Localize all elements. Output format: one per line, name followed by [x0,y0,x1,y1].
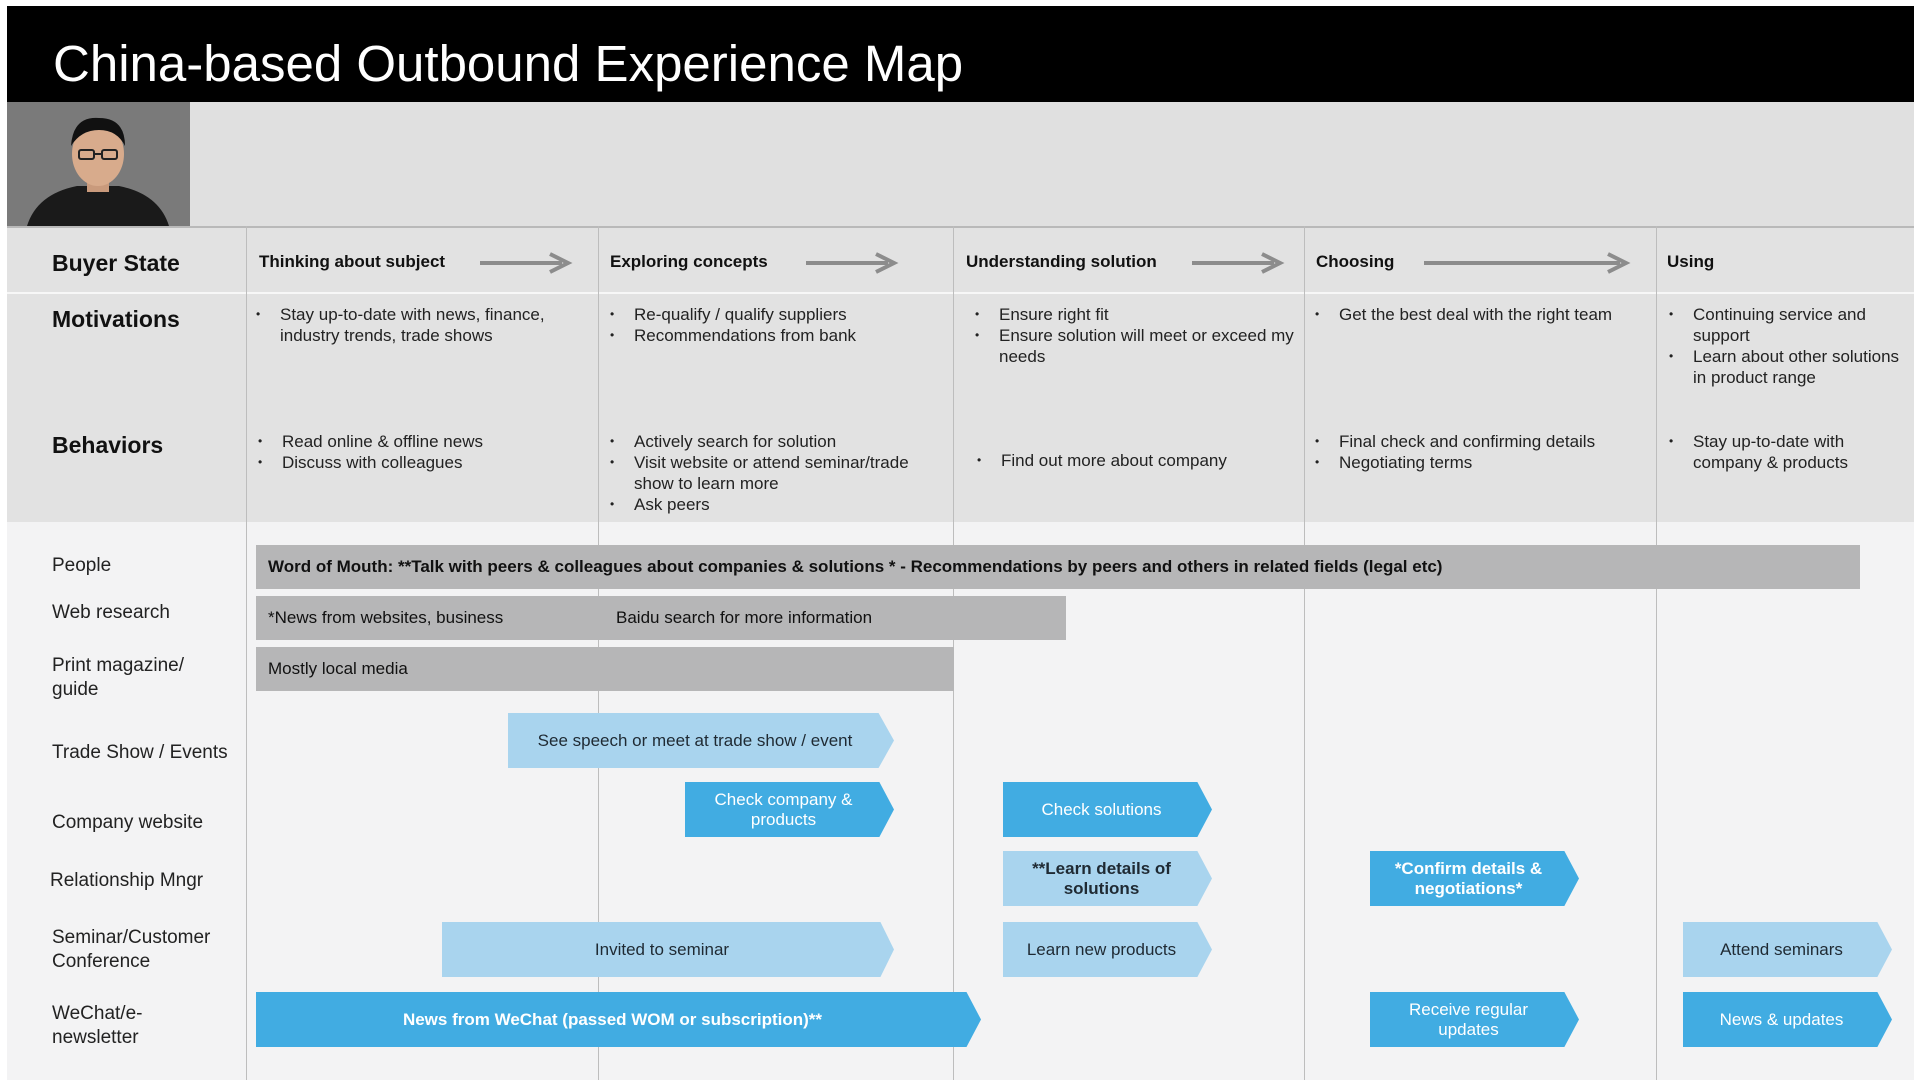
behavior-item: Find out more about company [977,450,1297,471]
check-company-touchpoint: Check company & products [685,782,894,837]
behavior-item: Stay up-to-date with company & products [1669,431,1909,473]
behavior-item: Actively search for solution [610,431,930,452]
stage-name: Using [1667,252,1715,271]
behaviors-cell: Final check and confirming details Negot… [1315,431,1645,473]
channel-label-people: People [52,555,112,576]
stage-name: Exploring concepts [610,252,768,271]
right-arrow-icon [1424,252,1631,274]
motivations-cell: Continuing service and support Learn abo… [1669,304,1909,388]
motivation-item: Re-qualify / qualify suppliers [610,304,940,325]
behavior-item: Read online & offline news [258,431,588,452]
news-updates-touchpoint: News & updates [1683,992,1892,1047]
word-of-mouth-bar: Word of Mouth: **Talk with peers & colle… [256,545,1860,589]
behaviors-cell: Stay up-to-date with company & products [1669,431,1909,473]
web-news-bar: *News from websites, business [256,596,607,640]
channel-label-trade-show: Trade Show / Events [52,742,228,763]
behavior-item: Visit website or attend seminar/trade sh… [610,452,930,494]
row-divider [7,292,1914,294]
persona-band [7,102,1914,226]
behaviors-cell: Find out more about company [977,450,1297,471]
regular-updates-touchpoint: Receive regular updates [1370,992,1579,1047]
confirm-details-touchpoint: *Confirm details & negotiations* [1370,851,1579,906]
motivations-cell: Ensure right fit Ensure solution will me… [975,304,1295,367]
local-media-bar: Mostly local media [256,647,954,691]
buyer-state-header: Buyer State [52,250,180,276]
trade-show-touchpoint: See speech or meet at trade show / event [508,713,894,768]
motivation-item: Continuing service and support [1669,304,1909,346]
channel-label-web-research: Web research [52,602,170,623]
motivation-item: Stay up-to-date with news, finance, indu… [256,304,586,346]
baidu-search-bar: Baidu search for more information [604,596,1066,640]
invited-seminar-touchpoint: Invited to seminar [442,922,894,977]
behavior-item: Negotiating terms [1315,452,1645,473]
right-arrow-icon [480,252,573,274]
learn-products-touchpoint: Learn new products [1003,922,1212,977]
wechat-news-touchpoint: News from WeChat (passed WOM or subscrip… [256,992,981,1047]
avatar [7,102,190,226]
learn-details-touchpoint: **Learn details of solutions [1003,851,1212,906]
stage-name: Understanding solution [966,252,1157,271]
behaviors-cell: Actively search for solution Visit websi… [610,431,930,515]
behavior-item: Final check and confirming details [1315,431,1645,452]
column-divider [1656,226,1657,1080]
right-arrow-icon [1192,252,1285,274]
page-title: China-based Outbound Experience Map [53,35,964,92]
column-divider [1304,226,1305,1080]
motivations-cell: Get the best deal with the right team [1315,304,1645,325]
motivation-item: Ensure right fit [975,304,1295,325]
right-arrow-icon [806,252,899,274]
motivations-cell: Stay up-to-date with news, finance, indu… [256,304,586,346]
behavior-item: Discuss with colleagues [258,452,588,473]
check-solutions-touchpoint: Check solutions [1003,782,1212,837]
behavior-item: Ask peers [610,494,930,515]
persona-photo-icon [7,102,190,226]
behaviors-cell: Read online & offline news Discuss with … [258,431,588,473]
motivation-item: Ensure solution will meet or exceed my n… [975,325,1295,367]
behaviors-header: Behaviors [52,432,164,458]
motivation-item: Recommendations from bank [610,325,940,346]
channel-label-company-website: Company website [52,812,204,833]
title-bar [7,6,1914,102]
motivations-cell: Re-qualify / qualify suppliers Recommend… [610,304,940,346]
stage-name: Choosing [1316,252,1395,271]
channel-label-print: Print magazine/ guide [52,655,185,700]
channel-label-seminar: Seminar/Customer Conference [52,927,211,972]
channel-label-wechat: WeChat/e-newsletter [52,1003,143,1048]
channel-label-relationship-mngr: Relationship Mngr [50,870,204,891]
motivation-item: Get the best deal with the right team [1315,304,1645,325]
motivation-item: Learn about other solutions in product r… [1669,346,1909,388]
column-divider [246,226,247,1080]
motivations-header: Motivations [52,306,180,332]
attend-seminars-touchpoint: Attend seminars [1683,922,1892,977]
stage-name: Thinking about subject [259,252,446,271]
